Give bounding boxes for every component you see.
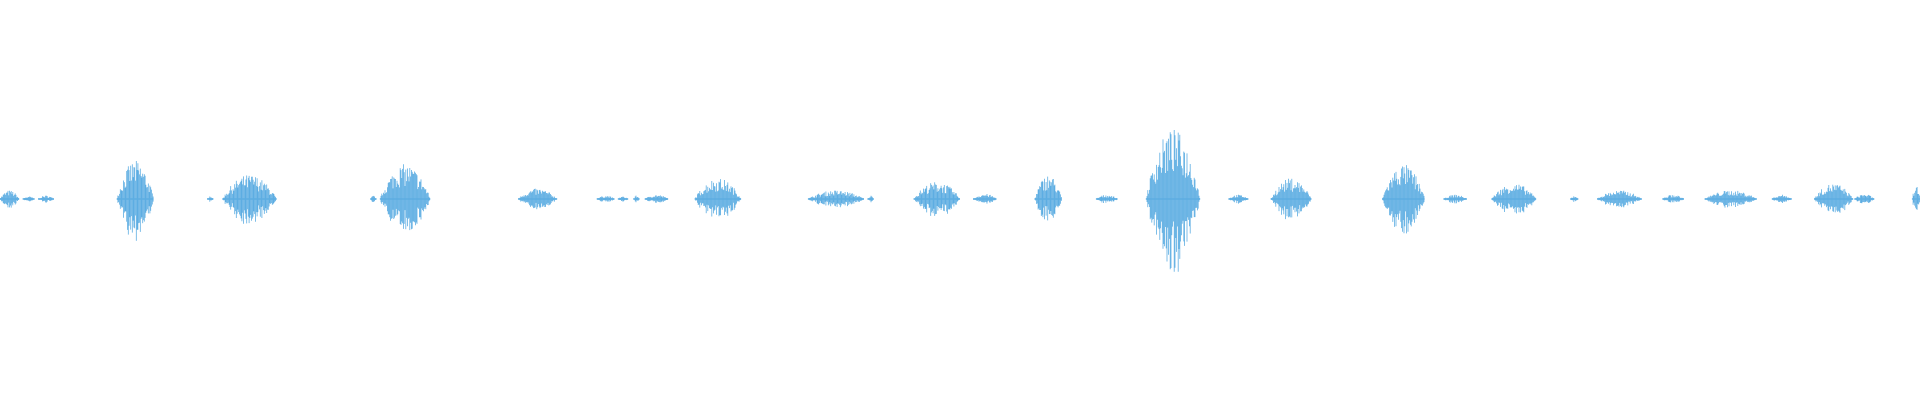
waveform-segment xyxy=(1145,130,1201,272)
waveform-segment xyxy=(1597,190,1642,208)
waveform-segment xyxy=(1270,178,1312,220)
waveform-segment xyxy=(1814,184,1854,213)
waveform-segment xyxy=(1443,194,1467,204)
waveform-segment xyxy=(644,195,669,203)
waveform-segment xyxy=(1771,194,1792,203)
waveform-segment xyxy=(370,195,377,202)
waveform-segment xyxy=(38,195,54,203)
waveform-segment xyxy=(1228,194,1249,204)
waveform-segment xyxy=(116,161,154,241)
waveform-segment xyxy=(1854,194,1875,204)
waveform-segment xyxy=(0,190,20,208)
waveform-segment xyxy=(1095,195,1118,203)
waveform-segment xyxy=(1034,176,1062,221)
waveform-segment xyxy=(633,195,640,203)
waveform-segment xyxy=(518,188,558,210)
waveform-segment xyxy=(1570,196,1579,202)
waveform-segment xyxy=(1911,187,1920,210)
waveform-segment xyxy=(973,194,997,204)
waveform-segment xyxy=(913,182,960,216)
waveform-segment xyxy=(617,196,629,202)
waveform-segment xyxy=(222,175,277,224)
waveform-segment xyxy=(1704,190,1757,208)
waveform-segment xyxy=(867,195,874,203)
waveform-segment xyxy=(1491,184,1537,214)
waveform-segment xyxy=(694,179,742,217)
waveform-segment-layer xyxy=(0,130,1920,272)
waveform-segment xyxy=(1662,195,1684,203)
waveform-segment xyxy=(596,196,615,202)
waveform-segment xyxy=(22,196,35,202)
waveform-segment xyxy=(379,164,431,231)
waveform-segment xyxy=(807,190,864,208)
waveform-segment xyxy=(206,196,214,202)
waveform-segment xyxy=(1382,165,1425,234)
